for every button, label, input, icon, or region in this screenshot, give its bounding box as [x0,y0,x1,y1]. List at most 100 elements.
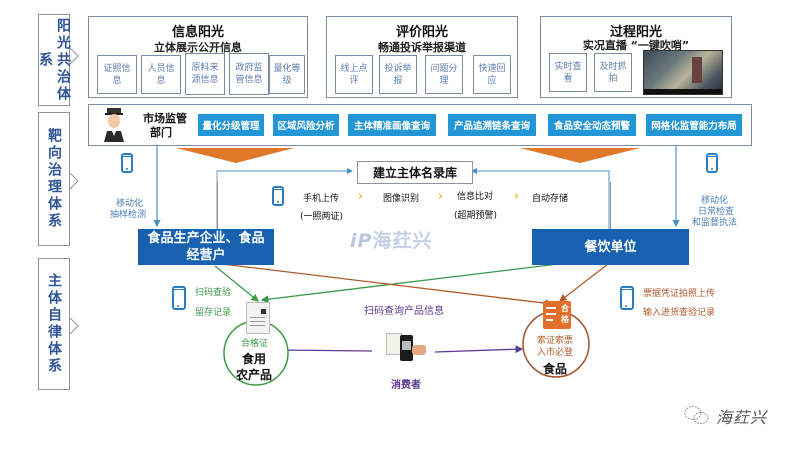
entity-producer-line1: 食品生产企业、食品 [147,231,265,246]
officer-icon [104,108,124,142]
mobile-left-line2: 抽样检测 [110,210,147,220]
doc-line [250,325,265,326]
mobile-right-line1: 移动化 [701,196,729,206]
btn-safety-warning[interactable]: 食品安全动态预警 [548,114,636,136]
system-label-targeted: 靶向治理体系 [38,112,70,246]
registry-step-2-line1: 图像识别 [383,194,420,204]
panel-item: 政府监管信息 [229,53,269,95]
badge-line [546,319,553,321]
registry-step-3-line2: (超期预警) [454,211,498,221]
purple-arrow-to-food [434,345,524,354]
registry-step-1-line2: (一照两证) [300,212,344,222]
panel-item: 线上点评 [335,55,373,94]
panel-title: 过程阳光 [609,25,662,40]
panel-item: 人员信息 [141,55,181,94]
watermark-logo: iP海荭兴 [350,226,432,253]
entity-producer[interactable]: 食品生产企业、食品 经营户 [138,229,274,265]
badge-text-line2: 格 [561,315,569,324]
mobile-left-line1: 移动化 [116,199,144,209]
qualified-badge-icon: 合 格 [543,301,571,329]
btn-traceability[interactable]: 产品追溯链条查询 [448,114,536,136]
mobile-right-line3: 和监督执法 [692,218,738,228]
certificate-document-icon [246,302,270,334]
panel-item: 实时查看 [549,53,587,92]
panel-item: 量化等级 [269,55,305,94]
doc-line [250,317,265,318]
entity-producer-line2: 经营户 [186,248,226,263]
panel-item: 投诉举报 [379,55,417,94]
mobile-right-line2: 日常检查 [698,207,735,217]
badge-text-line1: 合 [561,304,569,313]
system-label-text: 阳光共治体系 [37,17,71,103]
panel-title: 信息阳光 [171,25,224,40]
green-line-catering-agri [260,261,576,304]
mobile-phone-icon [706,153,718,173]
food-note-line2: 入市必登 [537,348,574,358]
panel-subtitle: 立体展示公开信息 [154,41,242,54]
right-action-photo: 票据凭证拍照上传 [643,289,716,299]
btn-quantitative-grading[interactable]: 量化分级管理 [198,114,264,136]
panel-item: 原料来源信息 [185,53,225,95]
chevron-right-icon: › [438,189,443,203]
video-door [692,57,702,83]
phone-body [400,335,413,361]
btn-regional-risk[interactable]: 区域风险分析 [273,114,339,136]
green-line-producer-agri [214,265,260,302]
registry-title: 建立主体名录库 [372,166,457,180]
system-label-text: 靶向治理体系 [46,128,62,230]
panel-item: 及时抓拍 [594,53,632,92]
registry-box: 建立主体名录库 [357,161,473,184]
doc-line [250,321,265,322]
chevron-right-icon: › [358,189,363,203]
panel-title: 评价阳光 [395,25,448,40]
left-action-scan: 扫码查验 [195,288,232,298]
chevron-right-icon: › [514,189,519,203]
food-label: 食品 [543,362,568,376]
orange-funnel-right [520,148,640,163]
panel-process-sunshine: 过程阳光 实况直播 “一键吹哨” 实时查看 及时抓拍 [540,16,732,98]
system-label-self: 主体自律体系 [38,258,70,390]
qr-screen [402,341,411,350]
entity-catering-label: 餐饮单位 [584,239,637,255]
btn-entity-profile[interactable]: 主体精准画像查询 [348,114,436,136]
panel-subtitle: 实况直播 “一键吹哨” [582,39,690,52]
brown-line-producer-food [221,263,554,308]
purple-arrow-to-agri [274,346,373,354]
registry-frame [217,182,611,230]
mobile-phone-icon [121,153,133,173]
chevron-icon [69,172,79,190]
footer-brand: 海荭兴 [716,408,768,427]
watermark-ip-mark: iP [350,230,373,252]
consumer-scan-label: 扫码查询产品信息 [364,306,444,317]
orange-funnel-left [176,148,294,163]
consumer-label: 消费者 [391,380,421,391]
regulator-label-line2: 部门 [150,126,172,139]
panel-item: 快速回应 [473,55,511,94]
qr-mark [261,309,266,314]
registry-connector-right [471,168,610,230]
entity-catering[interactable]: 餐饮单位 [532,229,689,265]
wechat-icon [684,406,709,424]
live-video-thumbnail[interactable] [643,50,723,95]
video-controls-bar [644,89,722,94]
badge-line [546,313,556,315]
consumer-phone-scan-icon [386,331,430,366]
mobile-phone-icon [272,186,284,206]
panel-subtitle: 畅通投诉举报渠道 [378,41,466,54]
registry-step-1-line1: 手机上传 [303,194,340,204]
mobile-phone-icon [172,286,186,310]
mobile-phone-icon [620,286,634,310]
brown-line-catering-food [558,263,609,302]
left-action-record: 留存记录 [195,308,232,318]
panel-item: 证照信息 [97,55,137,94]
chevron-icon [69,47,79,65]
chevron-arrows [69,47,79,335]
registry-step-4-line1: 自动存储 [532,194,569,204]
registry-step-3-line1: 信息比对 [457,192,494,202]
panel-item: 问题分理 [425,55,463,94]
food-note-line1: 索证索票 [537,336,574,346]
chevron-icon [69,317,79,335]
btn-grid-supervision[interactable]: 网格化监管能力布局 [646,114,742,136]
agri-label-line1: 食用 [242,352,267,366]
